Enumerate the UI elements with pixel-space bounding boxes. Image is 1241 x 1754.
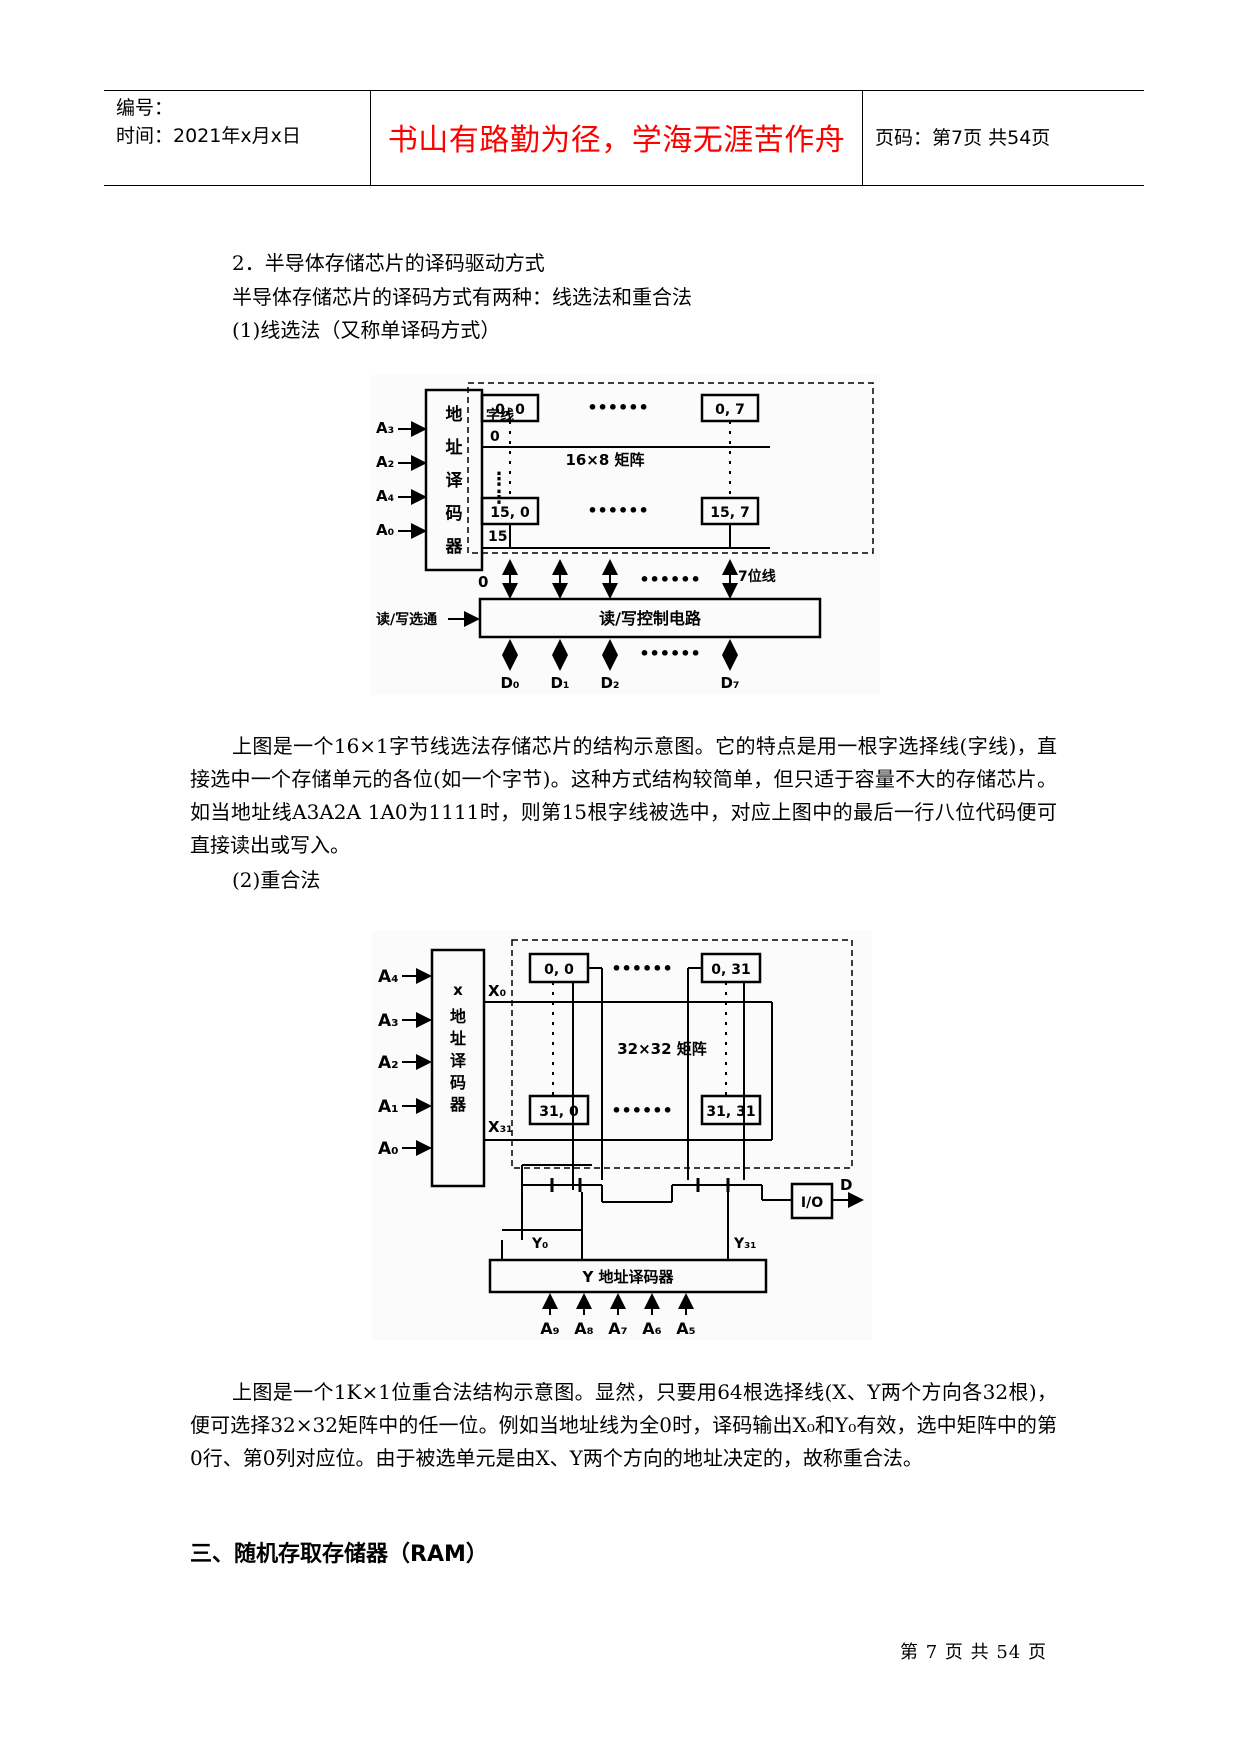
- rw-control-box: [478, 597, 822, 639]
- rw-select-label: 读/写选通: [376, 611, 437, 628]
- input-label: A₁: [378, 1097, 399, 1117]
- svg-text:0, 0: 0, 0: [544, 962, 574, 978]
- y-input-label: A₈: [574, 1319, 593, 1338]
- y-decoder-box: [488, 1258, 768, 1294]
- matrix-label: 16×8 矩阵: [565, 451, 644, 469]
- y-input-label: A₇: [608, 1319, 627, 1338]
- y-first-label: Y₀: [531, 1236, 548, 1252]
- rw-control-label: 读/写控制电路: [599, 609, 702, 628]
- y-input-label: A₅: [676, 1319, 695, 1338]
- diagram-line-select: 地 址 译 码 器 A₃ A₂ A₄ A₀ 字线 0 15 ⋮ ⋮ 0, 0 0…: [370, 375, 880, 695]
- memory-cell: [700, 1094, 762, 1126]
- input-label: A₄: [378, 967, 399, 987]
- input-label: A₂: [378, 1053, 399, 1073]
- doc-number-label: 编号：: [116, 97, 174, 119]
- item-line-select: (1)线选法（又称单译码方式）: [232, 318, 501, 342]
- svg-text:地: 地: [450, 1007, 466, 1026]
- wordline-first: 0: [490, 429, 500, 445]
- input-label: A₄: [376, 487, 394, 505]
- x-first-label: X₀: [488, 982, 506, 1000]
- bitline-first: 0: [478, 573, 488, 591]
- decoder-char: 址: [446, 438, 463, 458]
- section-heading-ram: 三、随机存取存储器（RAM）: [190, 1542, 488, 1567]
- matrix-dashed-border: [467, 382, 874, 554]
- svg-text:x: x: [453, 981, 463, 999]
- svg-text:••••••: ••••••: [639, 644, 700, 663]
- address-decoder-box: [424, 388, 484, 572]
- svg-text:15, 7: 15, 7: [710, 505, 749, 521]
- item-coincident: (2)重合法: [232, 868, 321, 892]
- input-label: A₀: [376, 521, 394, 539]
- x-last-label: X₃₁: [488, 1118, 513, 1136]
- svg-text:15, 0: 15, 0: [490, 505, 530, 521]
- data-output-label: D₇: [720, 674, 739, 692]
- y-input-label: A₆: [642, 1319, 661, 1338]
- data-output-label: D₂: [600, 674, 619, 692]
- svg-text:码: 码: [450, 1073, 466, 1092]
- page-header: 编号： 时间：2021年x月x日 书山有路勤为径，学海无涯苦作舟 页码：第7页 …: [104, 90, 1144, 186]
- bitline-label: 7位线: [738, 568, 776, 585]
- input-label: A₀: [378, 1139, 399, 1159]
- header-page-number: 页码：第7页 共54页: [875, 127, 1051, 149]
- input-label: A₂: [376, 453, 394, 471]
- header-left-cell: 编号： 时间：2021年x月x日: [104, 91, 371, 185]
- y-decoder-label: Y 地址译码器: [581, 1268, 674, 1286]
- matrix-dashed-border: [511, 939, 853, 1169]
- data-output-label: D₀: [500, 674, 519, 692]
- paragraph-coincident: 上图是一个1K×1位重合法结构示意图。显然，只要用64根选择线(X、Y两个方向各…: [190, 1380, 1057, 1470]
- svg-text:••••••: ••••••: [587, 398, 648, 417]
- svg-text:31, 0: 31, 0: [539, 1104, 579, 1120]
- decoder-char: 码: [446, 504, 463, 524]
- decoder-char: 译: [446, 471, 464, 491]
- paragraph-line-select: 上图是一个16×1字节线选法存储芯片的结构示意图。它的特点是用一根字选择线(字线…: [190, 734, 1057, 857]
- svg-text:••••••: ••••••: [611, 1101, 672, 1120]
- decoder-char: 地: [446, 404, 463, 425]
- wordline-last: 15: [488, 529, 507, 545]
- page-footer: 第 7 页 共 54 页: [900, 1642, 1047, 1663]
- svg-text:••••••: ••••••: [611, 959, 672, 978]
- intro-line: 半导体存储芯片的译码方式有两种：线选法和重合法: [232, 285, 692, 309]
- input-label: A₃: [376, 419, 394, 437]
- header-right-cell: 页码：第7页 共54页: [863, 91, 1144, 185]
- diagram-coincident: x 地 址 译 码 器 A₄ A₃ A₂ A₁ A₀ X₀ X₃₁ 0, 0 0…: [372, 930, 872, 1340]
- header-mid-cell: 书山有路勤为径，学海无涯苦作舟: [371, 91, 863, 185]
- io-label: I/O: [801, 1195, 823, 1211]
- svg-text:0, 0: 0, 0: [495, 402, 525, 418]
- svg-text:31, 31: 31, 31: [706, 1104, 755, 1120]
- svg-text:器: 器: [449, 1095, 467, 1114]
- matrix-label: 32×32 矩阵: [617, 1040, 707, 1058]
- x-decoder-box: [430, 948, 486, 1188]
- svg-text:••••••: ••••••: [587, 501, 648, 520]
- svg-text:0, 7: 0, 7: [715, 402, 745, 418]
- section-title: 2．半导体存储芯片的译码驱动方式: [232, 251, 545, 275]
- y-last-label: Y₃₁: [733, 1236, 756, 1252]
- input-label: A₃: [378, 1011, 399, 1031]
- y-input-label: A₉: [540, 1319, 559, 1338]
- decoder-char: 器: [445, 537, 464, 557]
- svg-text:址: 址: [450, 1029, 466, 1048]
- doc-time: 时间：2021年x月x日: [116, 125, 301, 147]
- d-label: D: [840, 1176, 852, 1194]
- header-motto: 书山有路勤为径，学海无涯苦作舟: [387, 123, 846, 158]
- svg-text:••••••: ••••••: [639, 570, 700, 589]
- svg-text:⋮: ⋮: [490, 469, 508, 490]
- svg-text:0, 31: 0, 31: [711, 962, 750, 978]
- data-output-label: D₁: [550, 674, 569, 692]
- svg-text:译: 译: [450, 1051, 467, 1070]
- memory-cell: [528, 1094, 590, 1126]
